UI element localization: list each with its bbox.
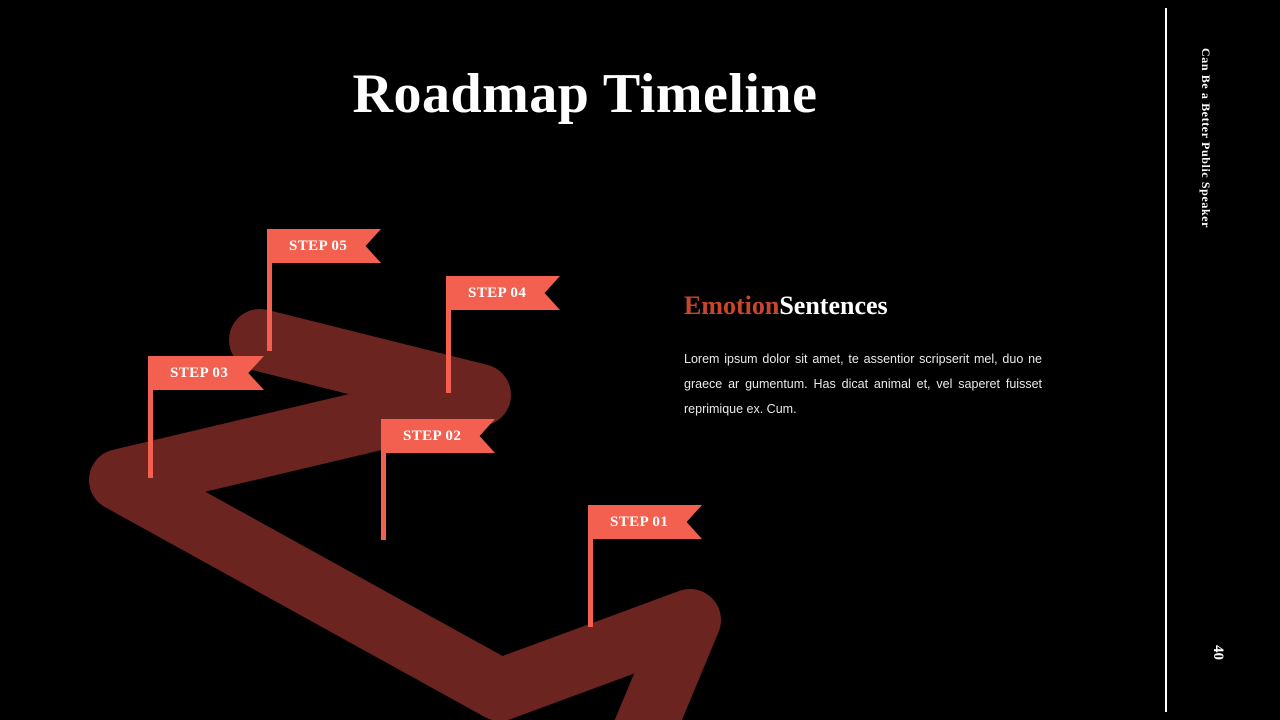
flag-banner: STEP 01 <box>592 505 702 539</box>
flag-pole-icon <box>446 276 451 393</box>
content-body-text: Lorem ipsum dolor sit amet, te assentior… <box>684 352 1042 417</box>
flag-label: STEP 05 <box>289 237 348 254</box>
content-block: EmotionSentences Lorem ipsum dolor sit a… <box>684 290 1049 422</box>
flag-label: STEP 04 <box>468 284 527 301</box>
road-tail-segment <box>614 608 719 720</box>
content-heading: EmotionSentences <box>684 290 1049 321</box>
flag-pole-icon <box>588 505 593 627</box>
flag-banner: STEP 03 <box>152 356 264 390</box>
rail-divider <box>1165 8 1167 712</box>
page-number: 40 <box>1210 645 1226 660</box>
page-title: Roadmap Timeline <box>352 63 818 125</box>
flag-label: STEP 03 <box>170 364 229 381</box>
content-heading-accent: Emotion <box>684 291 780 320</box>
flag-banner: STEP 02 <box>385 419 495 453</box>
flag-pole-icon <box>148 356 153 478</box>
rail-caption: Can Be a Better Public Speaker <box>1199 48 1213 229</box>
flag-pole-icon <box>381 419 386 540</box>
content-heading-plain: Sentences <box>779 291 888 320</box>
flag-banner: STEP 04 <box>450 276 560 310</box>
flag-label: STEP 02 <box>403 427 462 444</box>
flag-banner: STEP 05 <box>271 229 381 263</box>
flag-label: STEP 01 <box>610 513 669 530</box>
flag-pole-icon <box>267 229 272 351</box>
